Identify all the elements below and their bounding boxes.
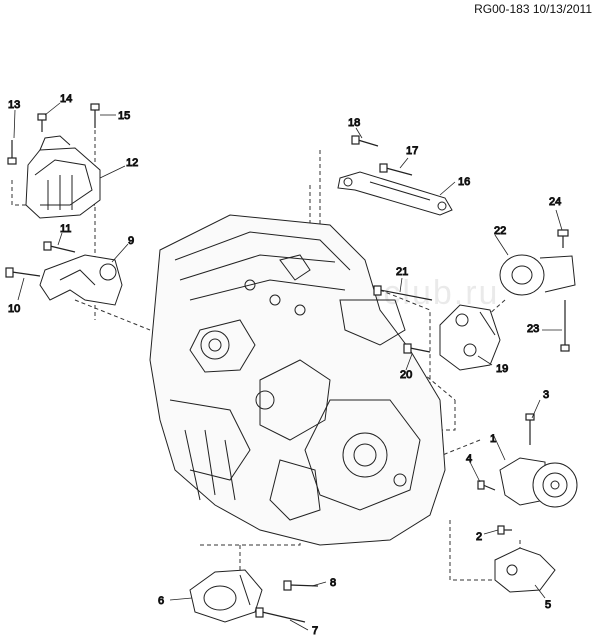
callout-2: 2 (476, 531, 482, 543)
callout-23: 23 (527, 323, 539, 335)
callout-22: 22 (494, 225, 506, 237)
part-19-bracket (439, 304, 501, 371)
callout-3: 3 (543, 389, 549, 401)
leader-lines (13, 102, 563, 631)
callout-9: 9 (128, 235, 134, 247)
callout-1: 1 (490, 433, 496, 445)
callout-20: 20 (400, 369, 412, 381)
callout-10: 10 (8, 303, 20, 315)
callout-15: 15 (118, 110, 130, 122)
drawing-code: RG00-183 10/13/2011 (474, 2, 592, 16)
part-16-rod (337, 171, 453, 216)
callout-17: 17 (406, 145, 418, 157)
part-22-mount (499, 254, 576, 296)
callout-11: 11 (60, 223, 71, 235)
callout-18: 18 (348, 117, 360, 129)
part-9-bracket (39, 254, 123, 306)
callout-8: 8 (330, 577, 336, 589)
callout-labels: 1 2 3 4 5 6 7 8 9 10 11 12 13 14 15 16 1… (8, 93, 562, 636)
callout-24: 24 (549, 196, 561, 208)
callout-6: 6 (158, 595, 164, 607)
callout-5: 5 (545, 599, 551, 611)
part-12-engine-mount (25, 135, 101, 219)
part-5-bracket (494, 547, 556, 593)
part-1-mount (499, 457, 578, 508)
callout-13: 13 (8, 99, 20, 111)
engine-assembly (149, 214, 446, 546)
callout-21: 21 (396, 266, 408, 278)
callout-12: 12 (126, 157, 138, 169)
callout-4: 4 (466, 453, 472, 465)
callout-19: 19 (496, 363, 508, 375)
callout-14: 14 (60, 93, 72, 105)
callout-16: 16 (458, 176, 470, 188)
callout-7: 7 (312, 625, 318, 636)
fasteners (5, 103, 570, 623)
part-6-mount (189, 569, 263, 623)
